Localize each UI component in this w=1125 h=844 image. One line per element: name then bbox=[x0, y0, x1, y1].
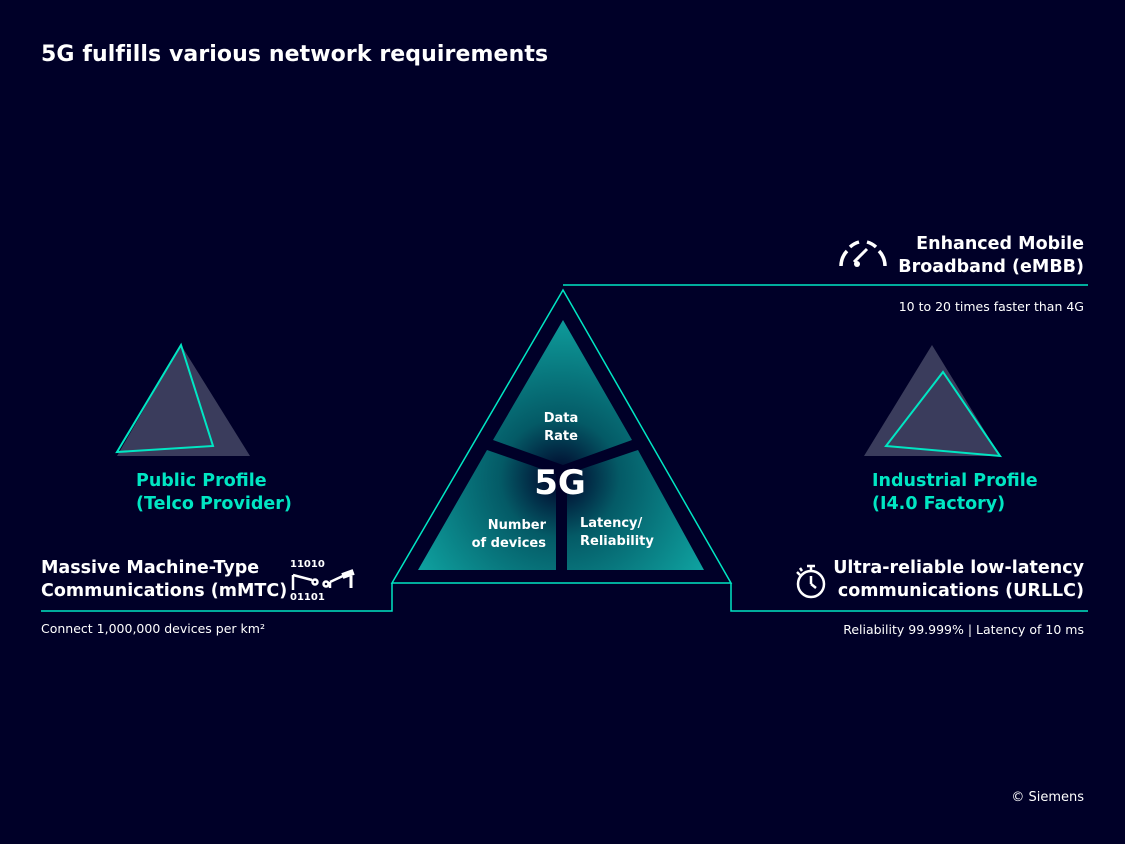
embb-detail: 10 to 20 times faster than 4G bbox=[898, 299, 1084, 314]
segment-data-rate-line2: Rate bbox=[544, 429, 578, 444]
public-profile-front-triangle bbox=[115, 342, 215, 454]
copyright-text: © Siemens bbox=[1011, 790, 1084, 805]
outer-5g-triangle bbox=[390, 288, 733, 584]
urllc-connector-line bbox=[730, 583, 1088, 612]
page-title: 5G fulfills various network requirements bbox=[41, 42, 549, 67]
segment-latency-line1: Latency/ bbox=[580, 516, 643, 531]
segment-number-of-devices bbox=[418, 450, 556, 570]
segment-data-rate bbox=[493, 320, 632, 465]
public-profile-line1: Public Profile bbox=[136, 471, 267, 491]
public-profile-back-triangle bbox=[117, 345, 250, 456]
embb-heading-line1: Enhanced Mobile bbox=[916, 234, 1084, 254]
center-5g-label: 5G bbox=[534, 463, 586, 503]
segment-data-rate-line1: Data bbox=[544, 411, 579, 426]
industrial-profile-label: Industrial Profile (I4.0 Factory) bbox=[872, 470, 1038, 516]
urllc-heading: Ultra-reliable low-latency communication… bbox=[833, 557, 1084, 603]
mmtc-detail: Connect 1,000,000 devices per km² bbox=[41, 621, 265, 636]
urllc-heading-line2: communications (URLLC) bbox=[837, 581, 1084, 601]
mmtc-heading: Massive Machine-Type Communications (mMT… bbox=[41, 557, 287, 603]
embb-heading-line2: Broadband (eMBB) bbox=[898, 257, 1084, 277]
mmtc-heading-line1: Massive Machine-Type bbox=[41, 558, 260, 578]
segment-devices-line1: Number bbox=[488, 518, 547, 533]
stopwatch-icon bbox=[796, 564, 826, 599]
mmtc-connector-line bbox=[41, 583, 393, 612]
segment-devices-line2: of devices bbox=[472, 536, 547, 551]
speedometer-icon bbox=[839, 240, 887, 267]
urllc-detail: Reliability 99.999% | Latency of 10 ms bbox=[843, 622, 1084, 637]
industrial-profile-back-triangle bbox=[864, 345, 1000, 456]
industrial-profile-line2: (I4.0 Factory) bbox=[872, 494, 1006, 514]
segment-latency-line2: Reliability bbox=[580, 534, 654, 549]
public-profile-label: Public Profile (Telco Provider) bbox=[136, 470, 292, 516]
urllc-heading-line1: Ultra-reliable low-latency bbox=[833, 558, 1084, 578]
public-profile-line2: (Telco Provider) bbox=[136, 494, 292, 514]
mmtc-heading-line2: Communications (mMTC) bbox=[41, 581, 288, 601]
binary-bottom-text: 01101 bbox=[290, 592, 325, 603]
segment-latency-reliability bbox=[567, 450, 704, 570]
industrial-profile-front-triangle bbox=[884, 370, 1003, 458]
industrial-profile-line1: Industrial Profile bbox=[872, 471, 1038, 491]
robot-arm-binary-icon: 11010 01101 bbox=[290, 559, 355, 603]
embb-heading: Enhanced Mobile Broadband (eMBB) bbox=[898, 233, 1084, 279]
binary-top-text: 11010 bbox=[290, 559, 325, 570]
